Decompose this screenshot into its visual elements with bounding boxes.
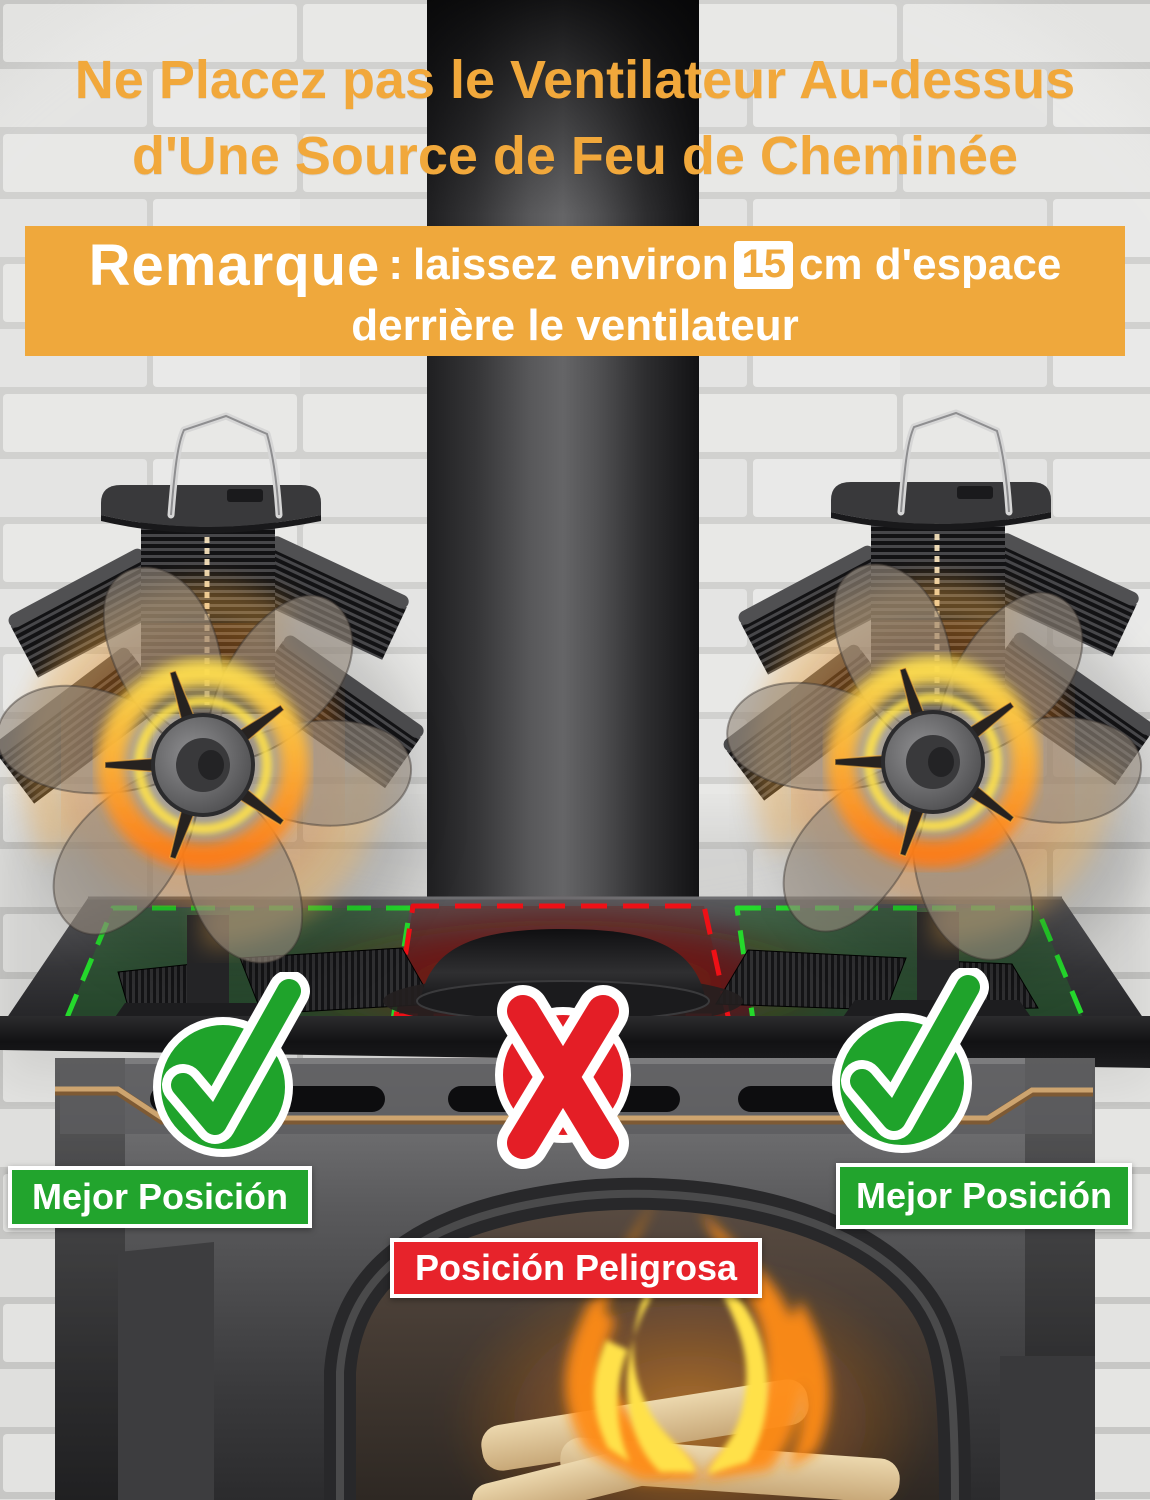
spacing-value-badge: 15 <box>734 241 793 289</box>
check-icon-right <box>812 966 1002 1173</box>
door-pillar-left <box>118 1242 214 1500</box>
notice-line-1: Remarque : laissez environ 15 cm d'espac… <box>89 232 1062 299</box>
notice-line-2: derrière le ventilateur <box>351 300 799 350</box>
x-icon <box>473 975 653 1180</box>
page-title-line-2: d'Une Source de Feu de Cheminée <box>131 126 1019 186</box>
label-good-left: Mejor Posición <box>8 1166 312 1228</box>
chimney-pipe <box>427 0 699 1000</box>
page-title: Ne Placez pas le Ventilateur Au-dessus d… <box>0 42 1150 194</box>
door-pillar-right <box>1000 1356 1095 1500</box>
pipe-base <box>383 929 743 1028</box>
notice-lead: Remarque <box>88 232 381 298</box>
fireplace-fire <box>445 1190 935 1500</box>
notice-colon: : <box>388 240 403 289</box>
check-icon-left <box>133 970 323 1177</box>
notice-text-before: laissez environ <box>412 240 729 289</box>
label-good-right: Mejor Posición <box>836 1163 1132 1229</box>
notice-text-after: cm d'espace <box>798 240 1062 289</box>
label-danger: Posición Peligrosa <box>390 1238 762 1298</box>
notice-banner: Remarque : laissez environ 15 cm d'espac… <box>25 226 1125 356</box>
stove-door <box>324 1177 971 1500</box>
page-title-line-1: Ne Placez pas le Ventilateur Au-dessus <box>74 50 1076 110</box>
